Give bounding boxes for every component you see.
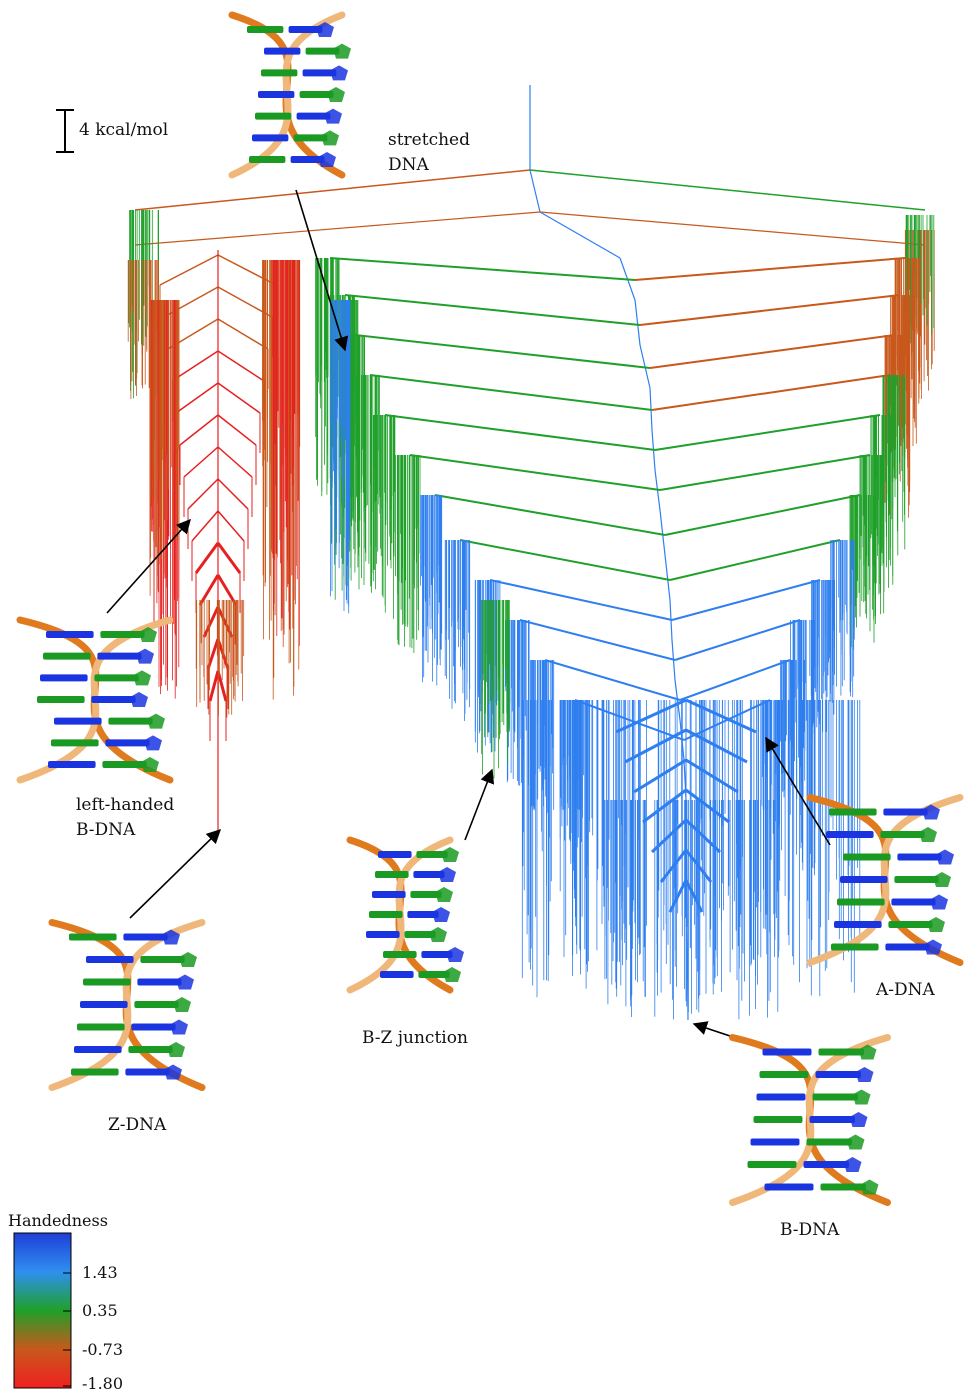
molecule-z-dna bbox=[48, 919, 206, 1091]
label-stretched-line2: DNA bbox=[388, 155, 429, 175]
colorbar-title: Handedness bbox=[8, 1211, 108, 1230]
molecule-illustrations bbox=[16, 11, 964, 1206]
arrow-z-dna bbox=[129, 828, 222, 919]
scale-bar-label: 4 kcal/mol bbox=[79, 120, 169, 140]
label-left-handed-line1: left-handed bbox=[76, 795, 175, 815]
arrow-bz-junction bbox=[464, 768, 495, 841]
arrow-a-dna bbox=[765, 736, 831, 846]
label-left-handed-line2: B-DNA bbox=[76, 820, 136, 840]
molecule-bz-junction bbox=[346, 836, 464, 994]
label-b-dna: B-DNA bbox=[780, 1220, 840, 1240]
colorbar-tick-3: -0.73 bbox=[82, 1340, 124, 1359]
label-z-dna: Z-DNA bbox=[108, 1115, 167, 1135]
arrow-stretched bbox=[295, 189, 349, 352]
molecule-left-handed bbox=[16, 616, 174, 784]
colorbar-tick-2: 0.35 bbox=[82, 1301, 118, 1320]
molecule-a-dna bbox=[806, 794, 964, 966]
label-bz-junction: B-Z junction bbox=[362, 1028, 468, 1048]
scale-bar bbox=[56, 109, 74, 153]
arrow-left-handed bbox=[106, 518, 191, 614]
colorbar bbox=[13, 1232, 72, 1389]
colorbar-tick-1: 1.43 bbox=[82, 1263, 118, 1282]
molecule-stretched bbox=[228, 11, 351, 179]
label-a-dna: A-DNA bbox=[876, 980, 935, 1000]
colorbar-gradient bbox=[13, 1232, 72, 1389]
colorbar-tick-4: -1.80 bbox=[82, 1374, 124, 1393]
tree-branches bbox=[127, 85, 935, 1021]
label-stretched-line1: stretched bbox=[388, 130, 470, 150]
molecule-b-dna bbox=[729, 1034, 891, 1206]
